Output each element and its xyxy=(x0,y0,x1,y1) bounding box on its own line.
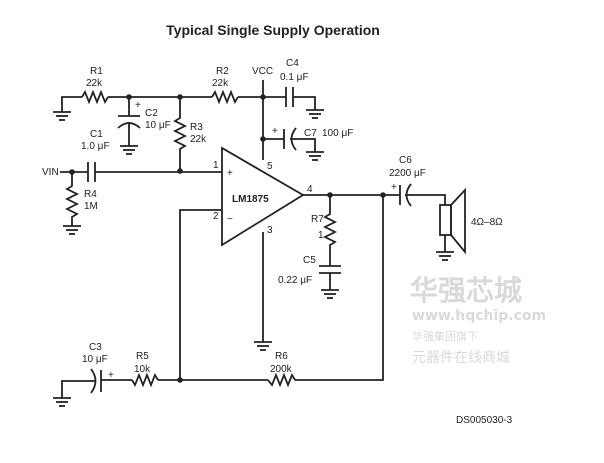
label-components-r6-ref: R6 xyxy=(275,351,288,362)
label-components-r3-value: 22k xyxy=(190,134,207,145)
label-components-c7-value: 100 μF xyxy=(322,128,353,139)
label-components-speaker-value: 4Ω–8Ω xyxy=(471,217,503,228)
label-components-r7-value: 1 xyxy=(318,230,324,241)
watermark-brand: 华强芯城 xyxy=(410,274,522,307)
bias-network xyxy=(52,80,325,174)
label-components-r4-value: 1M xyxy=(84,201,98,212)
diagram-title: Typical Single Supply Operation xyxy=(166,22,380,38)
r4-resistor xyxy=(64,172,80,226)
label-ic-pins-p4: 4 xyxy=(307,184,313,195)
label-components-r3-ref: R3 xyxy=(190,122,203,133)
label-ic-pins-p1: 1 xyxy=(213,160,219,171)
label-components-c6-ref: C6 xyxy=(399,155,412,166)
label-components-r2-value: 22k xyxy=(212,78,229,89)
label-polarity: + xyxy=(272,126,278,137)
label-ic-name: LM1875 xyxy=(232,194,269,205)
output-network xyxy=(52,183,466,407)
label-components-c5-value: 0.22 μF xyxy=(278,275,312,286)
watermark-url: www.hqchip.com xyxy=(412,308,546,324)
label-ic-plus: + xyxy=(227,168,233,179)
label-components-c2-ref: C2 xyxy=(145,108,158,119)
c6-capacitor xyxy=(399,183,446,207)
label-components-c1-ref: C1 xyxy=(90,129,103,140)
r3-resistor xyxy=(172,97,188,171)
label-components-r2-ref: R2 xyxy=(216,66,229,77)
label-components-r5-ref: R5 xyxy=(136,351,149,362)
speaker xyxy=(435,187,466,261)
c7-capacitor xyxy=(260,127,325,161)
input-network xyxy=(60,162,222,235)
label-components-c3-ref: C3 xyxy=(89,342,102,353)
label-components-c2-value: 10 μF xyxy=(145,120,171,131)
label-input: VIN xyxy=(42,167,59,178)
label-components-c4-ref: C4 xyxy=(286,58,299,69)
label-ic-pins-p2: 2 xyxy=(213,211,219,222)
label-components-c1-value: 1.0 μF xyxy=(81,141,110,152)
watermark: 华强芯城 www.hqchip.com 华强集团旗下 元器件在线商城 xyxy=(410,274,546,366)
c4-capacitor xyxy=(263,87,325,119)
r2-resistor xyxy=(211,89,239,105)
r7-resistor xyxy=(322,195,338,266)
label-components-r6-value: 200k xyxy=(270,364,293,375)
label-components-r1-ref: R1 xyxy=(90,66,103,77)
watermark-slogan2: 元器件在线商城 xyxy=(412,350,510,366)
label-polarity: + xyxy=(135,100,141,111)
label-ic-minus: − xyxy=(227,214,233,225)
label-polarity: + xyxy=(108,370,114,381)
label-components-r1-value: 22k xyxy=(86,78,103,89)
lm1875-amplifier xyxy=(179,146,305,380)
label-ic-pins-p3: 3 xyxy=(267,225,273,236)
label-components-r4-ref: R4 xyxy=(84,189,97,200)
label-ic-pins-p5: 5 xyxy=(267,161,273,172)
label-components-c6-value: 2200 μF xyxy=(389,168,426,179)
label-components-c3-value: 10 μF xyxy=(82,354,108,365)
label-components-c4-value: 0.1 μF xyxy=(280,72,309,83)
c3-capacitor xyxy=(52,368,102,407)
c2-capacitor xyxy=(117,97,141,155)
c5-capacitor xyxy=(319,265,341,299)
r5-resistor xyxy=(131,372,159,388)
label-components-c7-ref: C7 xyxy=(304,128,317,139)
label-supply: VCC xyxy=(252,66,273,77)
label-components-r7-ref: R7 xyxy=(311,214,324,225)
label-polarity: + xyxy=(391,182,397,193)
figure-id: DS005030-3 xyxy=(456,415,513,426)
label-components-r5-value: 10k xyxy=(134,364,151,375)
watermark-slogan1: 华强集团旗下 xyxy=(412,329,478,343)
r6-resistor xyxy=(267,372,296,388)
component-labels: R1 22k R2 22k R3 22k C2 10 μF + VCC C4 0… xyxy=(42,58,513,426)
r1-resistor xyxy=(81,89,109,105)
label-components-c5-ref: C5 xyxy=(303,255,316,266)
